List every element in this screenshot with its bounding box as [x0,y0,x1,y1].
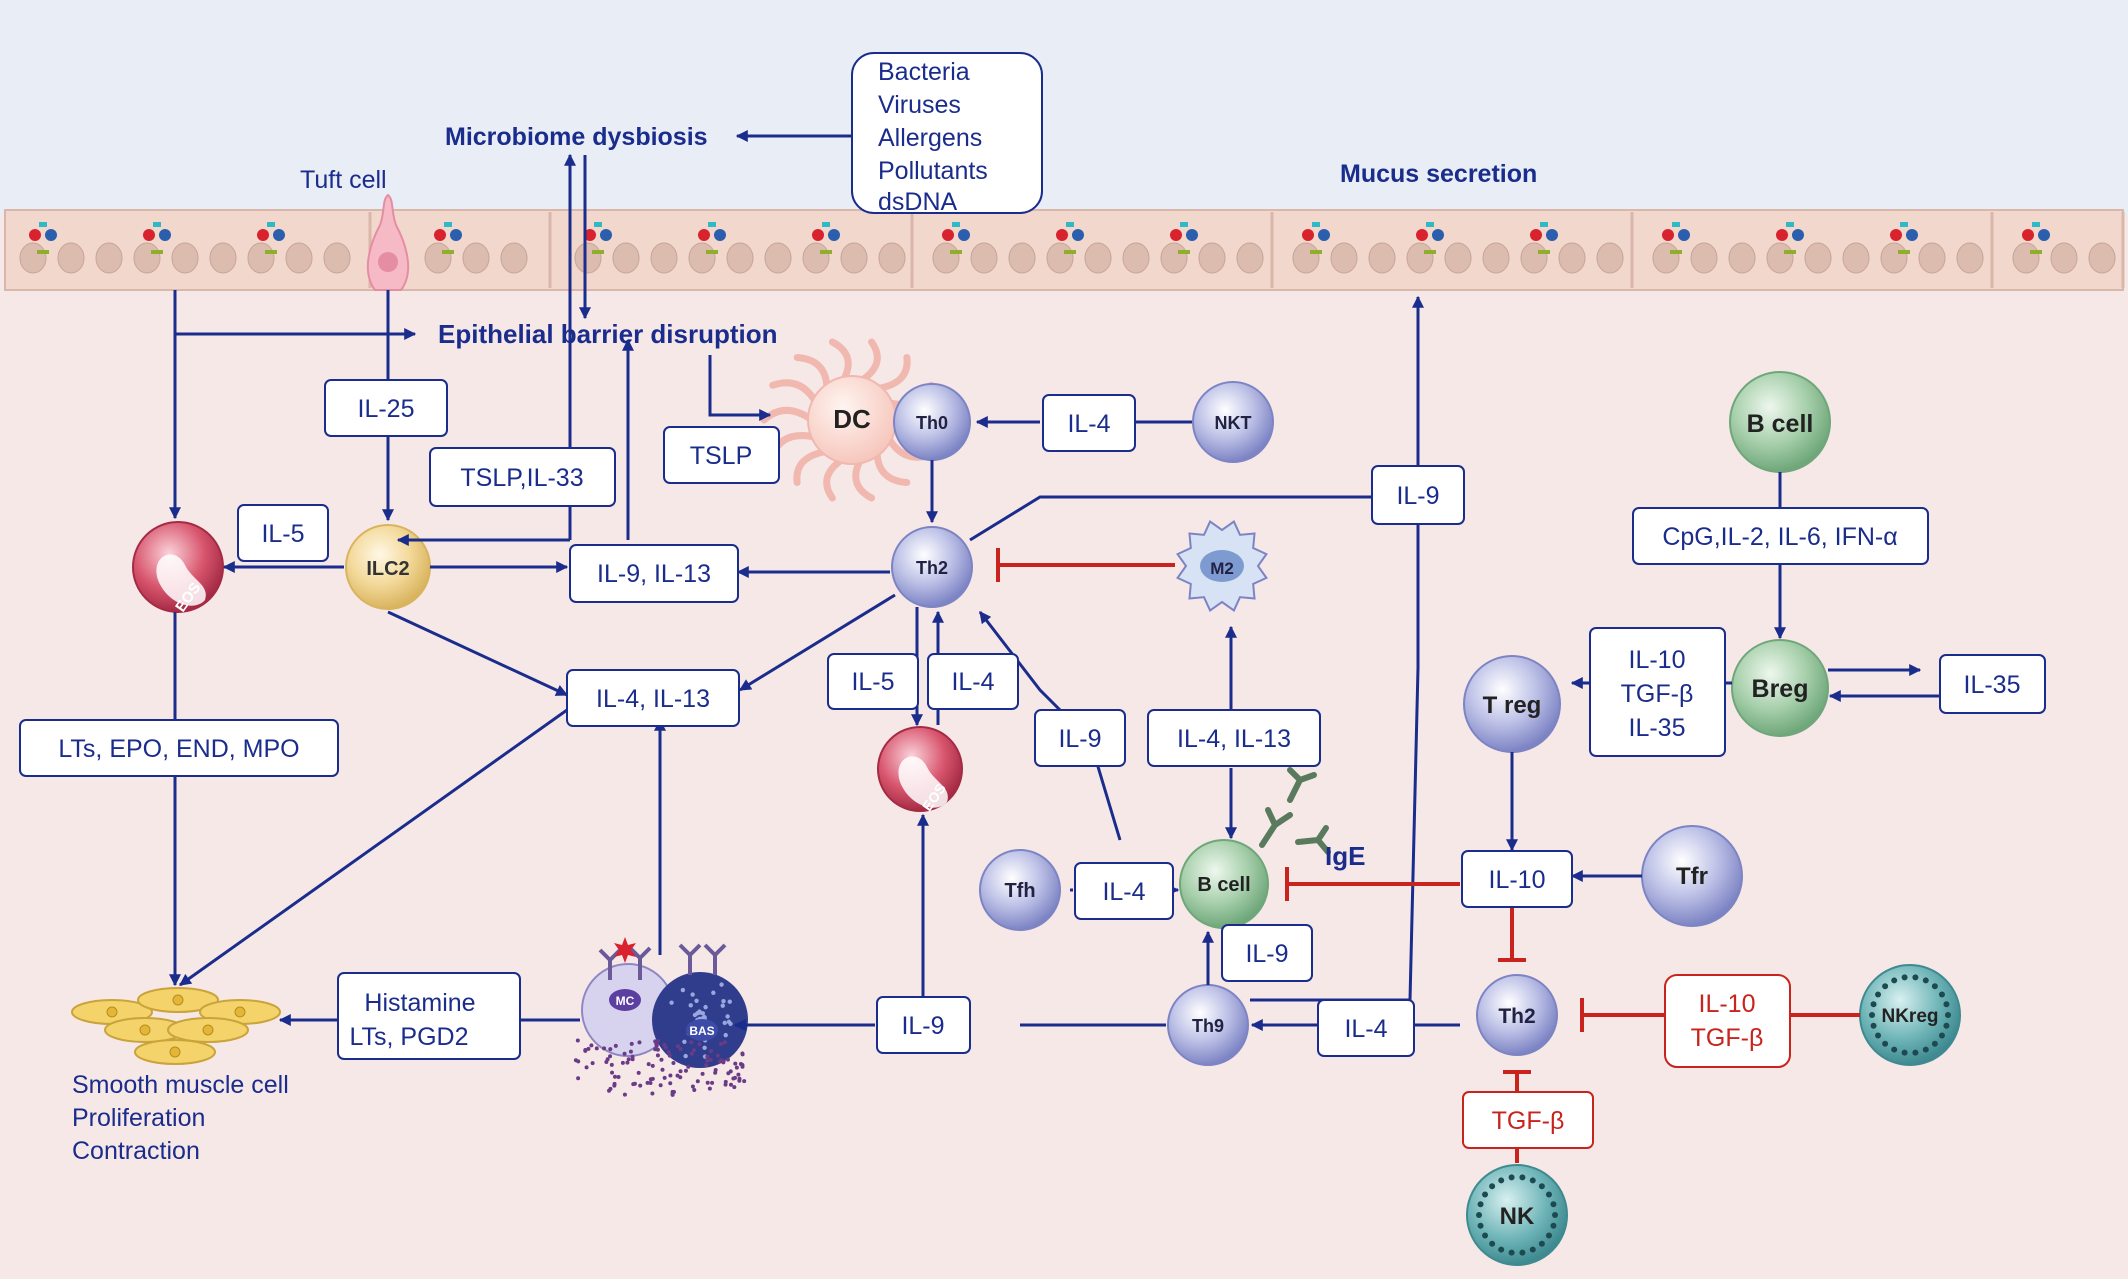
cell-label-ilc2: ILC2 [366,558,409,580]
box-tgfb-nk: TGF-β [1492,1107,1565,1135]
label-barrier: Epithelial barrier disruption [438,319,778,349]
cell-label-th2-right: Th2 [1498,1005,1535,1028]
box-cpg: CpG,IL-2, IL-6, IFN-α [1662,523,1897,551]
cell-label-breg: Breg [1752,675,1809,703]
box-breg-tgfb: TGF-β [1621,680,1694,708]
box-il9-th9: IL-9 [1245,940,1288,968]
box-il10-center: IL-10 [1489,866,1546,894]
label-proliferation: Proliferation [72,1104,205,1132]
cell-label-bcell-center: B cell [1197,874,1250,896]
box-il9-bottom: IL-9 [901,1012,944,1040]
box-breg-il10: IL-10 [1629,646,1686,674]
trigger-dsdna: dsDNA [878,188,958,216]
box-tslp-il33: TSLP,IL-33 [460,464,583,492]
cell-label-nkt: NKT [1215,413,1252,433]
box-nkreg-il10: IL-10 [1699,990,1756,1018]
cell-label-bcell-top: B cell [1747,410,1814,438]
cell-label-dc: DC [833,404,871,434]
box-il4-th2: IL-4 [951,668,994,696]
label-contraction: Contraction [72,1137,200,1165]
trigger-pollutants: Pollutants [878,157,988,185]
trigger-bacteria: Bacteria [878,58,970,86]
box-il4-nkt: IL-4 [1067,410,1110,438]
label-ige: IgE [1325,841,1365,871]
box-il9-bcell: IL-9 [1058,725,1101,753]
box-il35: IL-35 [1964,671,2021,699]
box-histamine: Histamine [364,989,475,1017]
box-il4-tfh: IL-4 [1102,878,1145,906]
box-breg-il35: IL-35 [1629,714,1686,742]
label-mucus: Mucus secretion [1340,160,1537,188]
eos-center-cell [878,727,962,811]
cell-label-tfr: Tfr [1676,863,1708,890]
box-il4-il13-m2: IL-4, IL-13 [1177,725,1291,753]
box-nkreg-tgfb: TGF-β [1691,1024,1764,1052]
cell-label-th9: Th9 [1192,1016,1224,1036]
box-il5-th2: IL-5 [851,668,894,696]
box-il4-bottom: IL-4 [1344,1015,1387,1043]
box-il9-il13: IL-9, IL-13 [597,560,711,588]
cell-label-m2: M2 [1210,559,1234,578]
cell-label-nkreg: NKreg [1881,1006,1938,1027]
cell-label-nk: NK [1500,1203,1535,1230]
box-il25: IL-25 [358,395,415,423]
cell-label-mc: MC [616,994,635,1008]
label-tuft-cell: Tuft cell [300,166,387,194]
box-lts-pgd2: LTs, PGD2 [349,1023,468,1051]
cell-label-th2-center: Th2 [916,558,948,578]
cell-label-treg: T reg [1483,692,1542,719]
trigger-viruses: Viruses [878,91,961,119]
box-lts-epo: LTs, EPO, END, MPO [58,735,299,763]
label-smooth-muscle: Smooth muscle cell [72,1071,289,1099]
box-il4-il13-mid: IL-4, IL-13 [596,685,710,713]
epithelium-layer [5,195,2123,290]
cell-label-bas: BAS [689,1024,714,1038]
cell-label-th0: Th0 [916,413,948,433]
label-microbiome: Microbiome dysbiosis [445,123,708,151]
trigger-allergens: Allergens [878,124,982,152]
box-tslp: TSLP [690,442,753,470]
cell-label-tfh: Tfh [1004,880,1035,902]
box-il5-eos: IL-5 [261,520,304,548]
box-il9-top: IL-9 [1396,482,1439,510]
